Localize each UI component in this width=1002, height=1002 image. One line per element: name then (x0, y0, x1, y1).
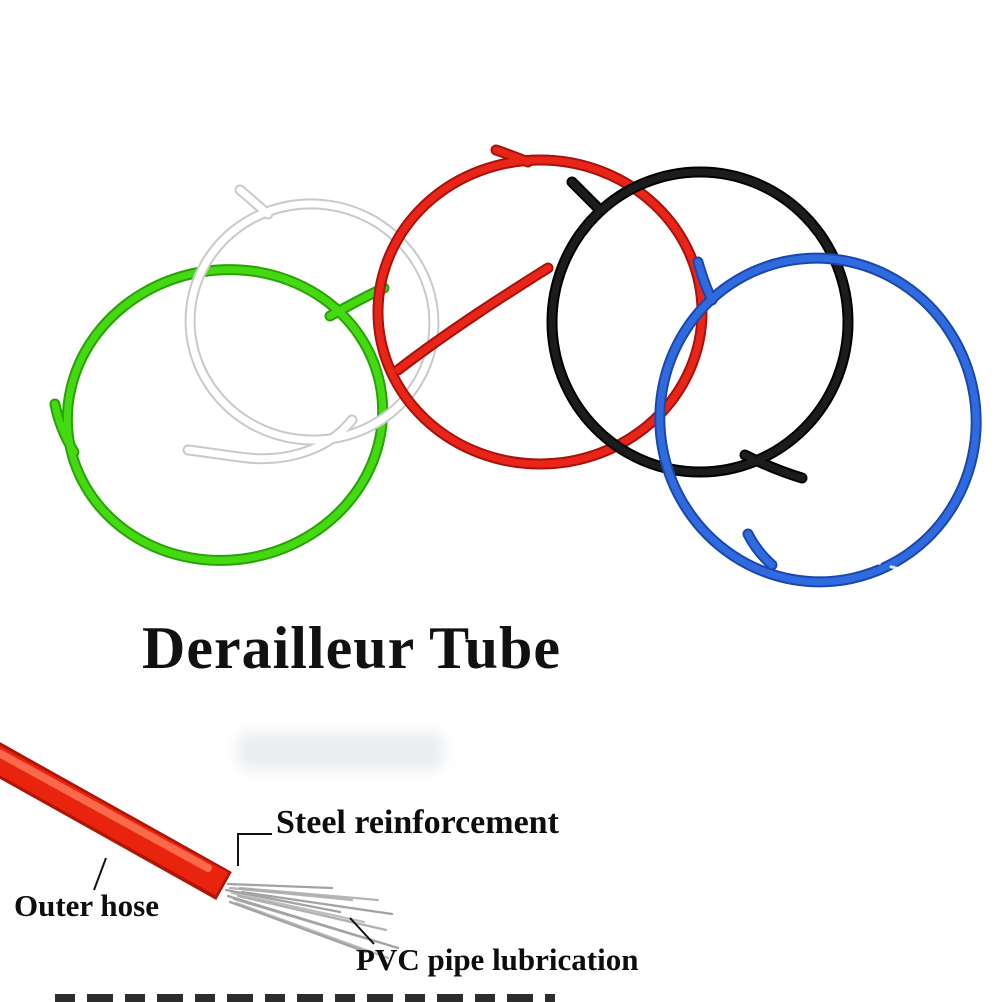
tube-blue (656, 254, 980, 586)
outer-hose-cutaway (0, 742, 232, 900)
product-title: Derailleur Tube (142, 615, 561, 681)
cropped-text-strip (55, 994, 555, 1002)
tube-black (548, 168, 852, 482)
label-steel-reinforcement: Steel reinforcement (276, 804, 559, 841)
leader-outer-hose (93, 857, 107, 891)
watermark-smudge (238, 732, 443, 770)
label-pvc-lubrication: PVC pipe lubrication (356, 942, 639, 977)
steel-wires (224, 882, 400, 960)
leader-pvc-lubrication (349, 917, 375, 945)
blue-tube-marking (855, 556, 908, 572)
label-outer-hose: Outer hose (14, 888, 159, 923)
leader-lines (93, 833, 375, 945)
leader-steel-reinforcement (237, 833, 272, 866)
